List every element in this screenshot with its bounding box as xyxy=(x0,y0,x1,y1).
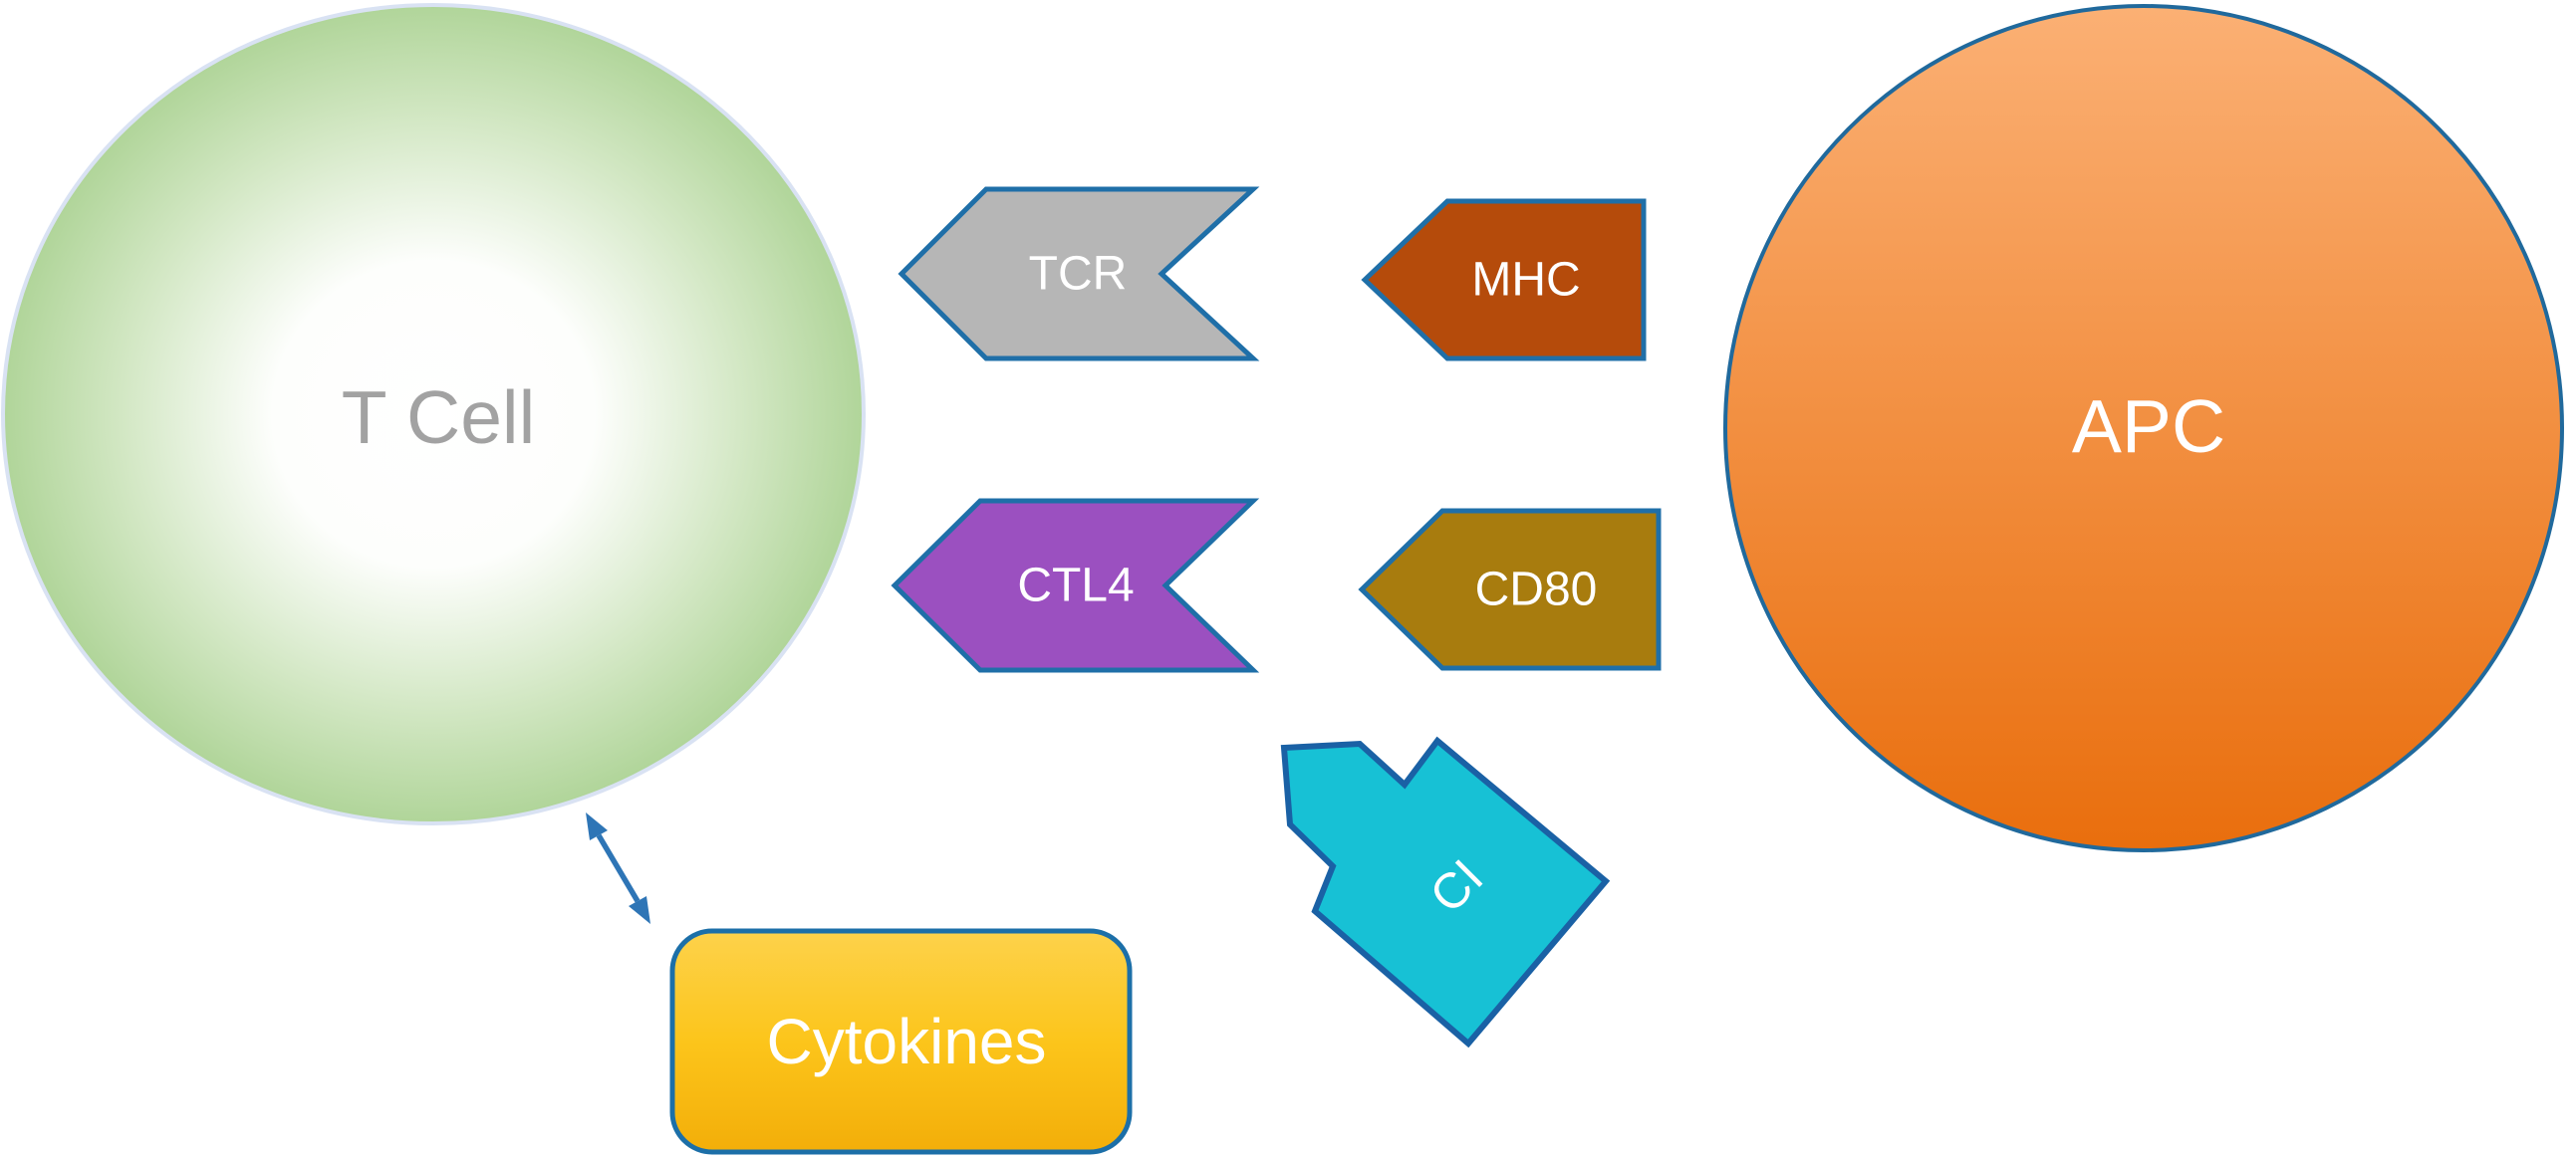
mhc-label: MHC xyxy=(1471,254,1580,307)
double-arrow-line xyxy=(596,833,641,903)
ctl4-label: CTL4 xyxy=(1017,560,1134,612)
t-cell-circle xyxy=(1,3,866,825)
tcr-chevron-shape xyxy=(898,186,1260,361)
t-cell-cytokines-double-arrow xyxy=(586,812,650,924)
cd80-label: CD80 xyxy=(1475,564,1598,616)
double-arrow-head-bottom-icon xyxy=(629,896,650,924)
cytokines-box xyxy=(669,928,1133,1155)
t-cell-label: T Cell xyxy=(342,375,536,459)
ctl4-chevron-shape xyxy=(891,498,1260,673)
ci-arrow-shape xyxy=(1280,736,1611,1048)
double-arrow-head-top-icon xyxy=(586,812,608,840)
apc-label: APC xyxy=(2072,384,2225,468)
apc-circle xyxy=(1723,4,2564,852)
cd80-pentagon-shape xyxy=(1358,508,1662,671)
tcr-label: TCR xyxy=(1029,248,1128,301)
cytokines-label: Cytokines xyxy=(767,1006,1047,1077)
mhc-pentagon-shape xyxy=(1361,198,1647,361)
